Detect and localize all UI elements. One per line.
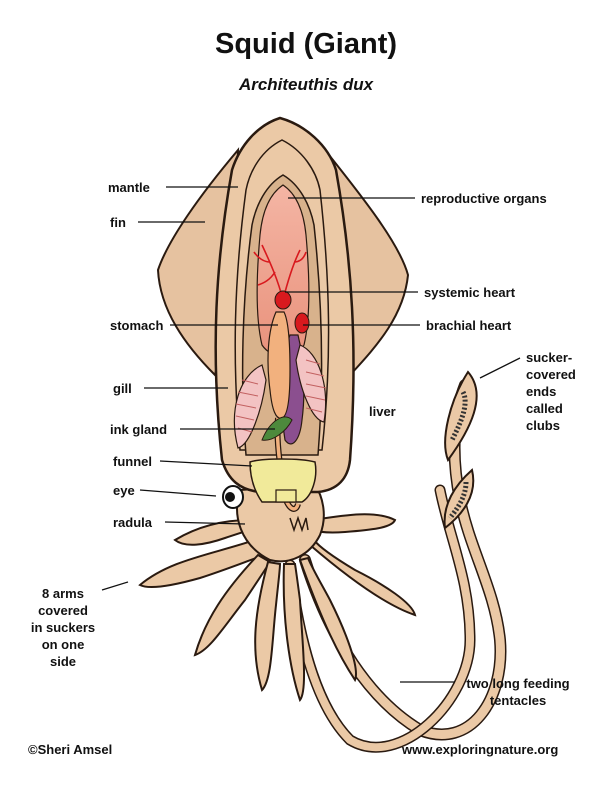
label-clubs-line-3: ends	[526, 384, 557, 399]
label-funnel: funnel	[113, 454, 152, 469]
brachial-heart-shape	[294, 312, 310, 334]
label-arms-line-2: covered	[38, 603, 88, 618]
ink-gland-shape	[261, 416, 293, 441]
feeding-tentacles	[284, 379, 507, 753]
website-credit: www.exploringnature.org	[402, 742, 559, 757]
diagram-title: Squid (Giant)	[214, 28, 398, 60]
label-arms-line-3: in suckers	[30, 620, 96, 635]
funnel-shape	[249, 458, 317, 503]
eye-pupil	[225, 492, 235, 502]
systemic-heart-shape	[274, 290, 292, 310]
club-suckers-lower	[448, 481, 469, 520]
label-tentacles-line-2: tentacles	[489, 693, 547, 708]
arms	[138, 513, 417, 703]
squid-head	[236, 483, 325, 563]
funnel-opening	[275, 489, 297, 503]
label-clubs-line-4: called	[526, 401, 563, 416]
label-gill: gill	[113, 381, 132, 396]
label-arms-line-4: on one	[41, 637, 85, 652]
label-clubs-line-1: sucker-	[526, 350, 573, 365]
gill-filaments	[235, 359, 327, 433]
label-tentacles-line-1: two long feeding	[466, 676, 570, 691]
label-clubs-line-5: clubs	[526, 418, 560, 433]
label-arms-line-5: side	[49, 654, 76, 669]
leader-lines	[101, 186, 521, 683]
label-clubs-line-2: covered	[526, 367, 576, 382]
label-radula: radula	[113, 515, 153, 530]
label-stomach: stomach	[110, 318, 164, 333]
label-systemic-heart: systemic heart	[424, 285, 516, 300]
label-liver: liver	[369, 404, 396, 419]
tentacle-club-lower	[443, 468, 475, 530]
radula-shape	[289, 515, 309, 533]
label-ink-gland: ink gland	[110, 422, 168, 437]
label-eye: eye	[113, 483, 135, 498]
club-suckers-upper	[449, 390, 468, 442]
label-brachial-heart: brachial heart	[426, 318, 512, 333]
label-arms-line-1: 8 arms	[42, 586, 84, 601]
label-fin: fin	[110, 215, 126, 230]
label-reproductive-organs: reproductive organs	[421, 191, 547, 206]
diagram-subtitle: Architeuthis dux	[238, 75, 374, 94]
label-mantle: mantle	[108, 180, 150, 195]
copyright-notice: ©Sheri Amsel	[28, 742, 113, 757]
stomach-shape	[267, 311, 291, 419]
